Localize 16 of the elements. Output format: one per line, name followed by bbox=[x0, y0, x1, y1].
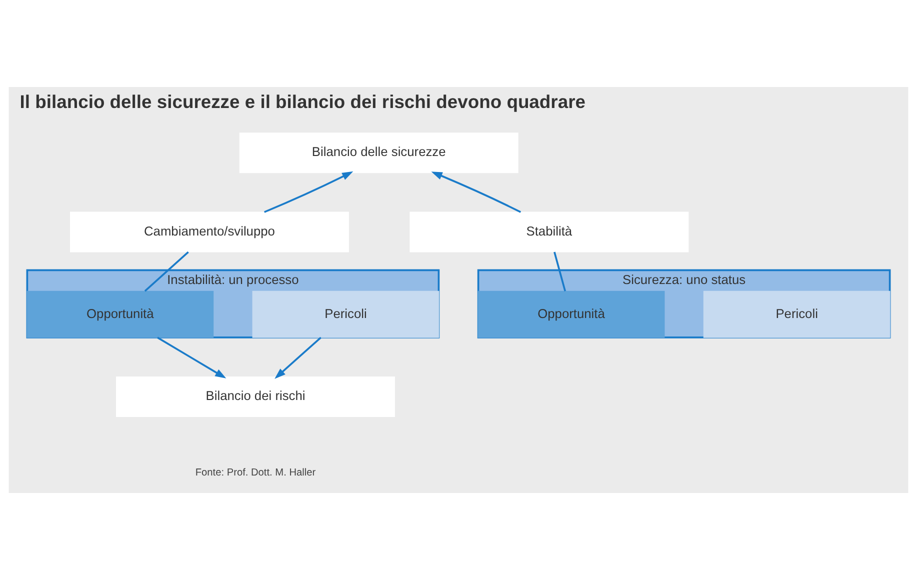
arrow bbox=[264, 170, 354, 212]
node-box: Stabilità bbox=[410, 211, 689, 252]
arrow bbox=[431, 171, 522, 212]
node-box: Opportunità bbox=[478, 290, 665, 338]
diagram-title: Il bilancio delle sicurezze e il bilancio dei rischi devono quadrare bbox=[20, 90, 586, 112]
connector bbox=[144, 250, 189, 292]
node-box: Pericoli bbox=[703, 290, 890, 338]
node-box: Pericoli bbox=[252, 290, 440, 338]
node-box: Opportunità bbox=[26, 290, 214, 338]
arrow bbox=[157, 336, 226, 378]
connector bbox=[554, 251, 566, 291]
node-box: Bilancio delle sicurezze bbox=[239, 132, 518, 173]
node-box: Bilancio dei rischi bbox=[116, 376, 395, 417]
arrow bbox=[274, 336, 322, 378]
caption: Fonte: Prof. Dott. M. Haller bbox=[195, 466, 316, 478]
node-box: Cambiamento/sviluppo bbox=[70, 211, 349, 252]
